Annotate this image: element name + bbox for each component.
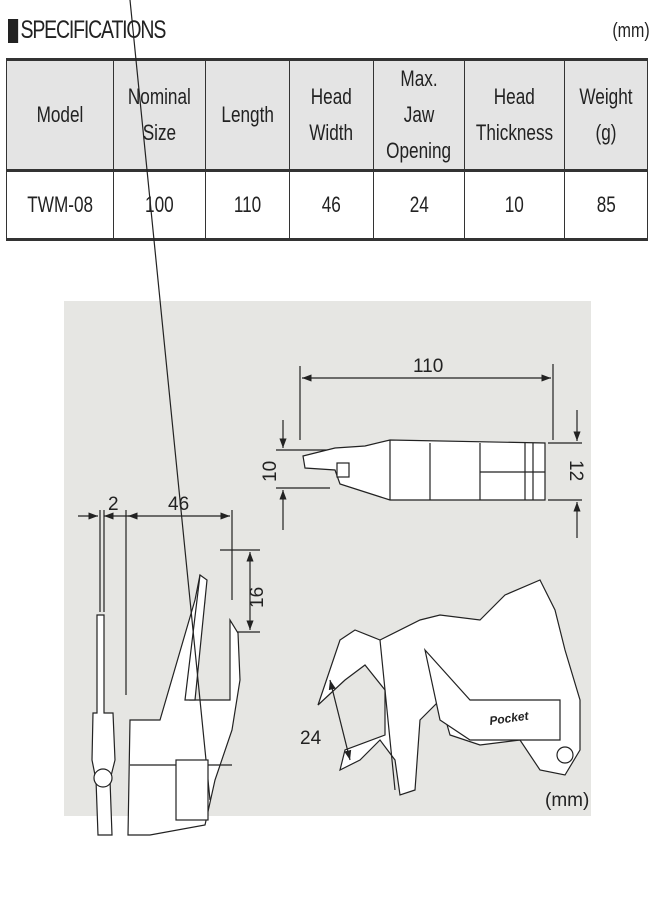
header-length: Length <box>205 59 290 171</box>
dim-head-width-label: 46 <box>168 494 189 515</box>
cell-weight: 85 <box>564 170 648 240</box>
unit-label: (mm) <box>612 20 650 42</box>
wrench-perspective-view <box>317 579 581 796</box>
dim-tip-label: 2 <box>108 494 119 515</box>
head-width-dimension <box>125 510 233 695</box>
dim-head-thickness-label: 10 <box>260 461 281 482</box>
tip-dimension <box>78 510 130 612</box>
square-bullet-icon <box>8 18 19 43</box>
dim-handle-thickness-label: 12 <box>565 460 586 481</box>
handle-thickness-dimension <box>548 410 582 538</box>
wrench-edge-view <box>91 614 116 836</box>
cell-nominal-size: 100 <box>113 170 206 240</box>
wrench-side-view <box>302 439 546 501</box>
jaw-opening-dimension <box>328 679 352 761</box>
wrench-head-front-view <box>127 0 241 836</box>
cell-length: 110 <box>205 170 290 240</box>
header-model: Model <box>6 59 114 171</box>
drawing-unit-label: (mm) <box>545 790 589 811</box>
dim-jaw-opening-label: 24 <box>300 728 322 749</box>
head-thickness-dimension <box>276 420 330 530</box>
length-dimension <box>299 364 554 440</box>
cell-head-width: 46 <box>289 170 374 240</box>
cell-head-thickness: 10 <box>463 170 566 240</box>
cell-model: TWM-08 <box>6 170 114 240</box>
header-weight: Weight (g) <box>564 59 648 171</box>
dim-jaw-depth-label: 16 <box>247 587 268 608</box>
dim-length-label: 110 <box>413 356 443 377</box>
title-text: SPECIFICATIONS <box>20 16 166 44</box>
table-row: TWM-08 100 110 46 24 10 85 <box>6 170 648 240</box>
section-title: SPECIFICATIONS <box>8 16 166 45</box>
brand-logo: Pocket <box>488 708 530 727</box>
